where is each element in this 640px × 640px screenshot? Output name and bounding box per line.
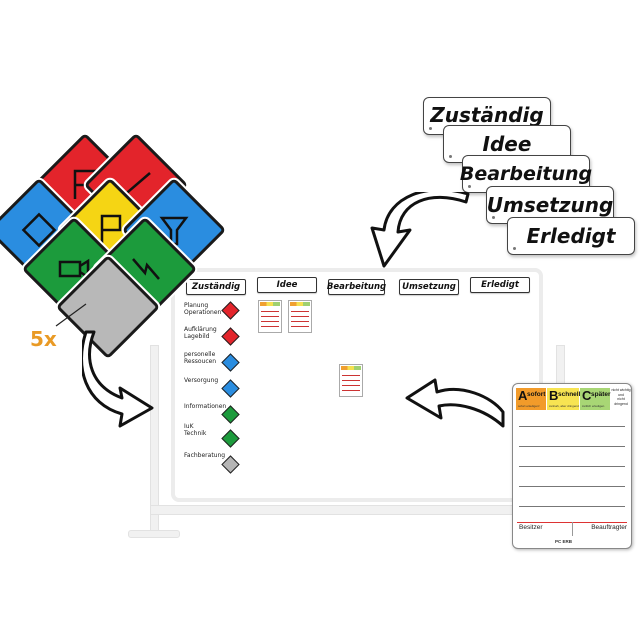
board-row-label: IuK Technik	[184, 423, 207, 437]
priority-b-sub: zeitnah, aber dringend	[549, 404, 579, 408]
board-column-umsetzung: Umsetzung	[399, 279, 459, 295]
priority-b-letter: B	[549, 388, 559, 403]
priority-card[interactable]: A sofort sofort erledigen! B schnell zei…	[512, 383, 632, 549]
card-line	[519, 426, 625, 427]
slash-icon	[121, 172, 151, 198]
board-row-label: Fachberatung	[184, 452, 226, 459]
priority-c-letter: C	[582, 388, 592, 403]
diamond-blue-square	[0, 177, 92, 283]
card-line	[519, 486, 625, 487]
priority-c: C später zeitlich erledigen	[580, 388, 611, 410]
priority-side-note: nicht wichtig und nicht dringend	[611, 388, 631, 406]
camera-icon	[58, 258, 90, 280]
priority-a-letter: A	[518, 388, 528, 403]
card-line	[519, 506, 625, 507]
board-row-label: Informationen	[184, 403, 227, 410]
header-card-erledigt: Erledigt	[507, 217, 635, 255]
diamond-yellow-flag	[57, 177, 163, 283]
board-row-label: Planung Operationen	[184, 302, 222, 316]
board-task-card[interactable]	[258, 300, 282, 333]
board-task-card[interactable]	[339, 364, 363, 397]
priority-c-word: später	[591, 391, 611, 398]
card-brand: PC ERB	[555, 539, 573, 544]
header-card-label: Zuständig	[430, 103, 544, 127]
owner-label: Besitzer	[519, 524, 543, 531]
diamond-green-camera	[21, 216, 127, 322]
board-row-label: Versorgung	[184, 377, 219, 384]
board-row-label: personelle Ressoucen	[184, 351, 217, 365]
header-card-label: Erledigt	[526, 224, 616, 248]
count-pointer-line	[55, 303, 87, 327]
priority-b-word: schnell	[558, 391, 581, 398]
priority-a-word: sofort	[527, 391, 546, 398]
diamond-green-lightning	[92, 216, 198, 322]
square-icon	[21, 212, 57, 248]
card-line	[519, 446, 625, 447]
board-task-card[interactable]	[288, 300, 312, 333]
blank-icon	[86, 285, 130, 329]
header-card-label: Bearbeitung	[459, 163, 593, 185]
arrow-icon	[405, 378, 505, 428]
board-column-erledigt: Erledigt	[470, 277, 530, 293]
header-card-label: Idee	[482, 132, 532, 156]
board-column-zustaendig: Zuständig	[186, 279, 246, 295]
board-column-idee: Idee	[257, 277, 317, 293]
priority-a: A sofort sofort erledigen!	[516, 388, 546, 410]
flag-icon	[100, 214, 122, 244]
diamond-blue-funnel	[121, 177, 227, 283]
diamond-red-slash	[83, 132, 189, 238]
board-stand-bar	[150, 505, 565, 515]
header-card-label: Umsetzung	[486, 193, 614, 217]
count-label: 5x	[30, 327, 57, 351]
priority-a-sub: sofort erledigen!	[518, 404, 540, 408]
board-foot-left	[128, 530, 180, 538]
arrow-icon	[82, 330, 154, 428]
lightning-icon	[132, 258, 160, 280]
board-column-bearbeitung: Bearbeitung	[327, 279, 386, 295]
board-row-label: Aufklärung Lagebild	[184, 326, 217, 340]
priority-b: B schnell zeitnah, aber dringend	[547, 388, 581, 410]
delegate-label: Beauftragter	[591, 524, 627, 531]
card-divider	[572, 522, 573, 536]
arrow-icon	[370, 192, 470, 268]
card-line	[519, 466, 625, 467]
funnel-icon	[159, 216, 189, 246]
priority-c-sub: zeitlich erledigen	[582, 404, 605, 408]
